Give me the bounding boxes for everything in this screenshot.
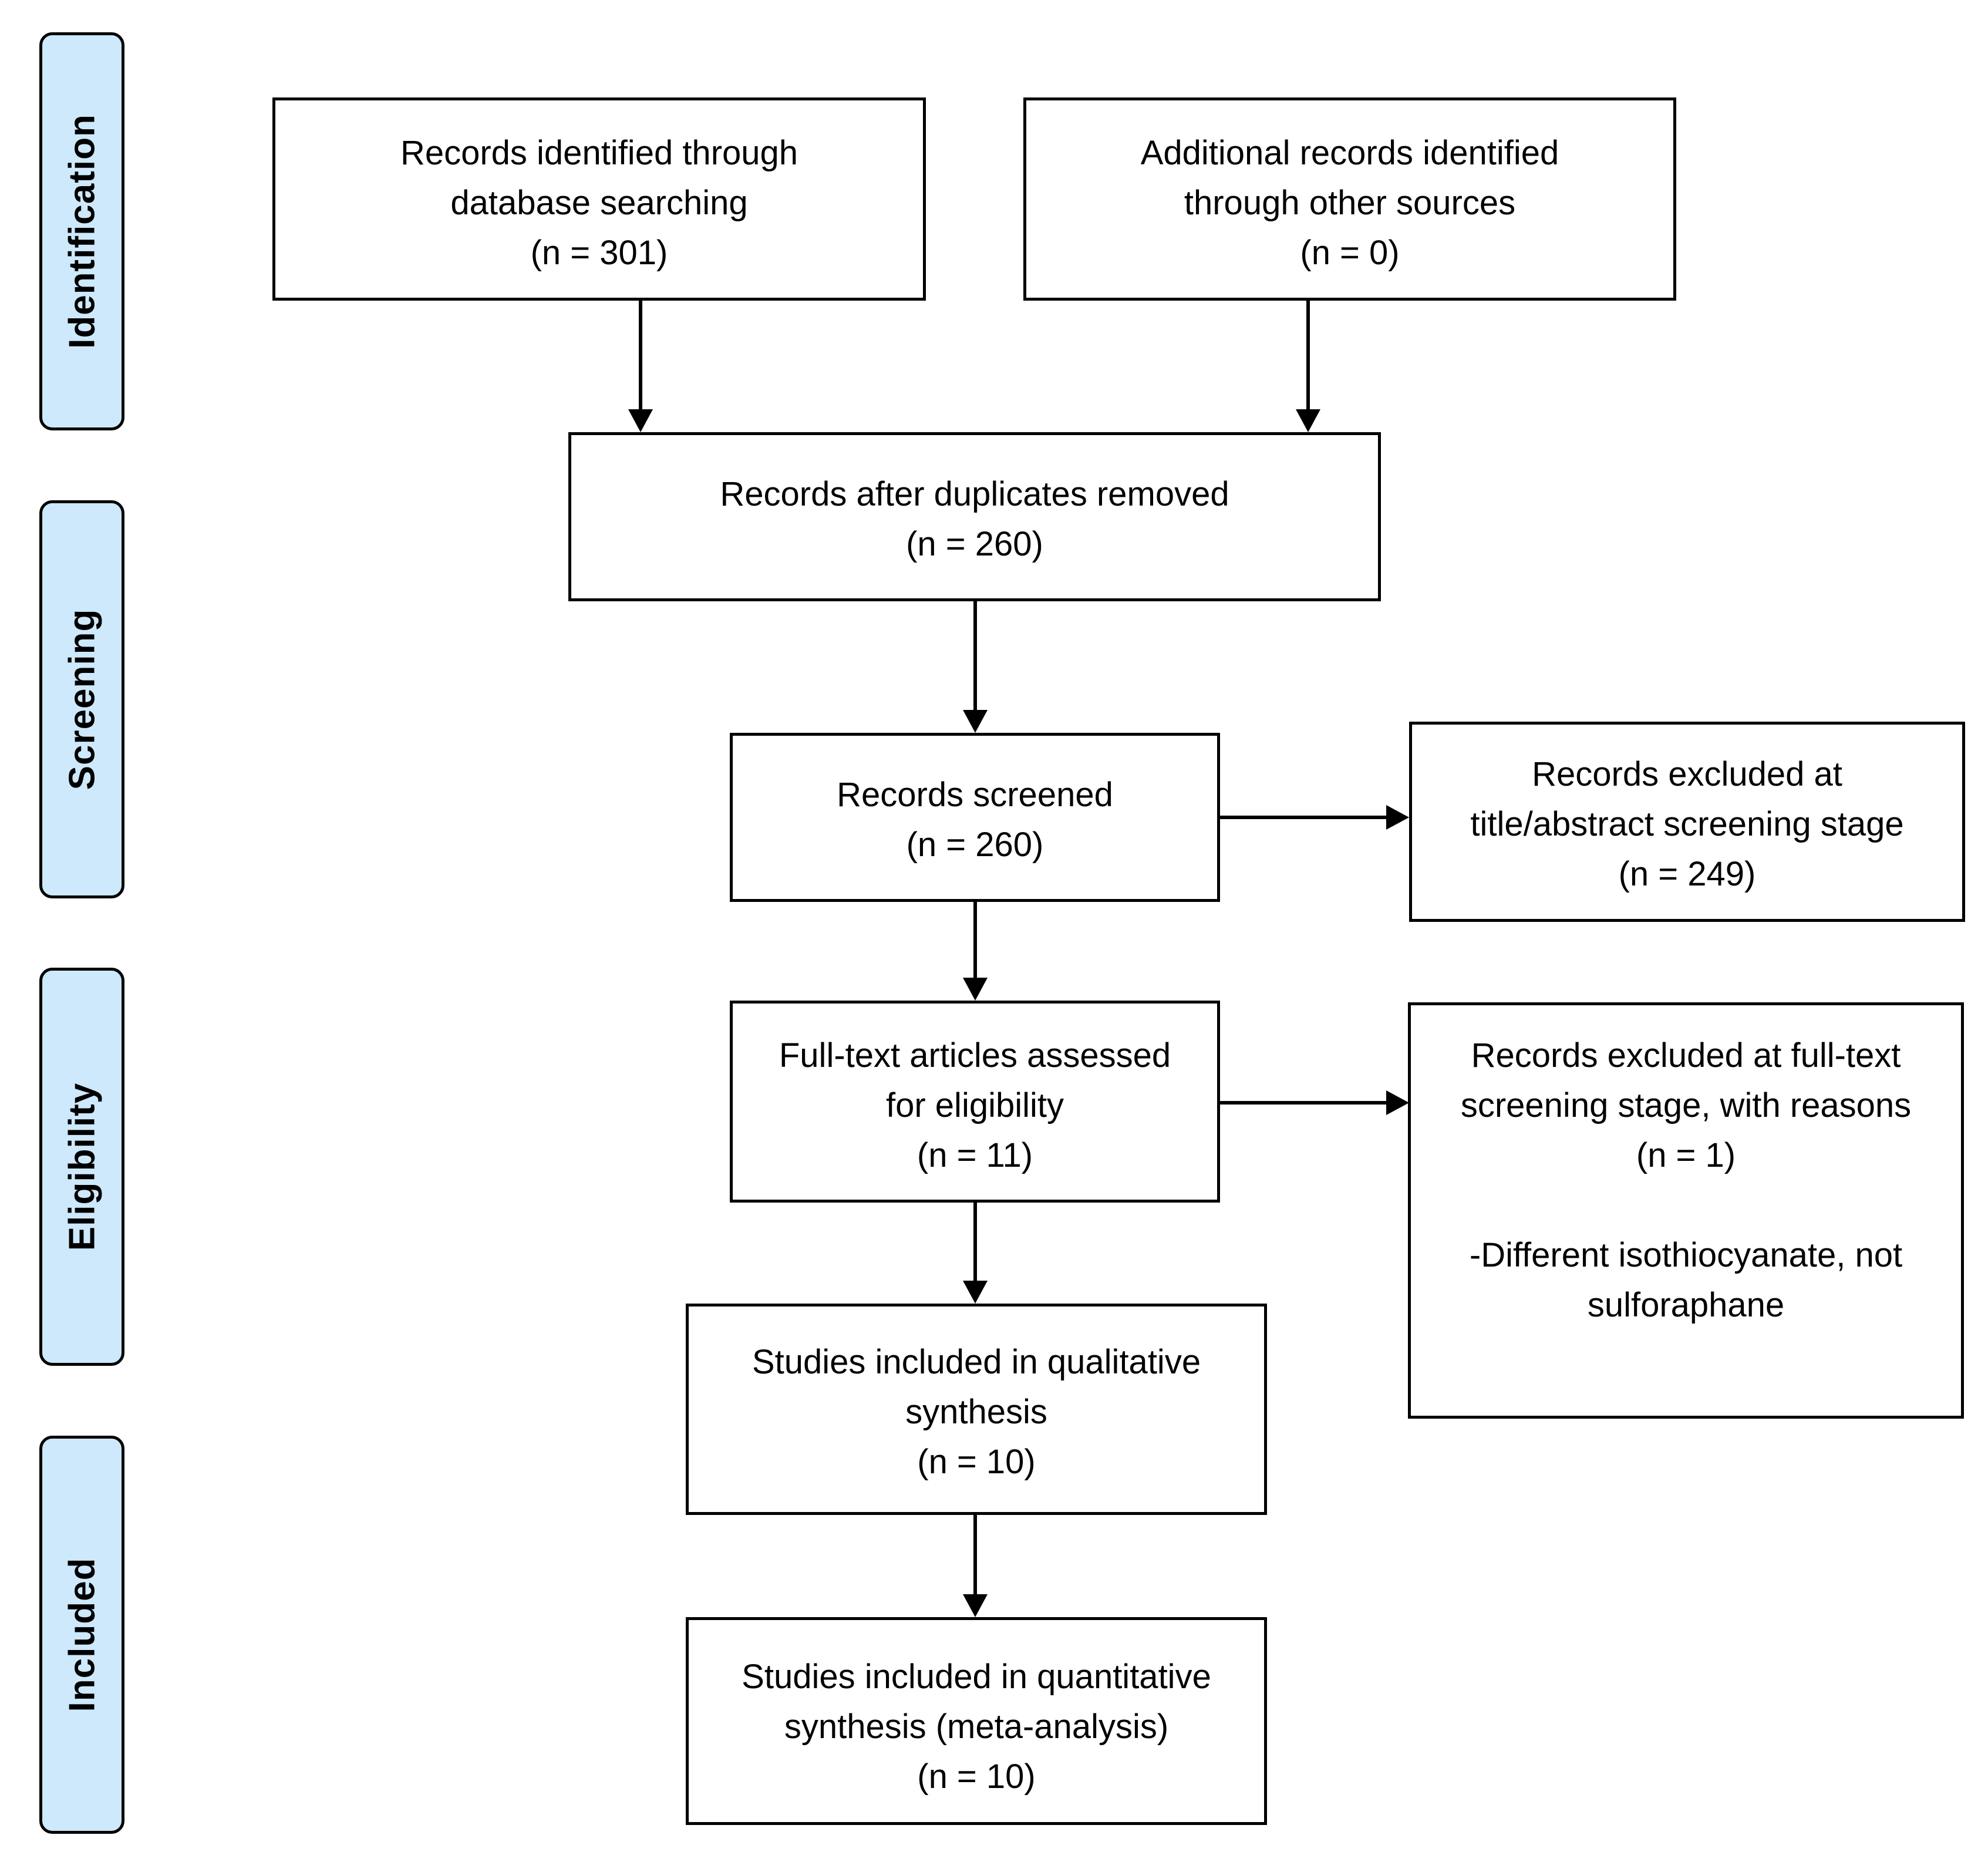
- box-other-sources-line2: through other sources: [1184, 184, 1516, 222]
- box-excluded-title-abstract: Records excluded at title/abstract scree…: [1409, 722, 1965, 922]
- box-excluded-fulltext-spacer: [1411, 1180, 1961, 1230]
- box-records-screened: Records screened (n = 260): [730, 733, 1220, 902]
- box-excluded-fulltext-count: (n = 1): [1636, 1136, 1736, 1174]
- box-other-sources-line1: Additional records identified: [1140, 134, 1559, 172]
- box-quantitative-synthesis-count: (n = 10): [917, 1757, 1036, 1796]
- box-excluded-fulltext-reason: -Different isothiocyanate, not: [1469, 1236, 1903, 1274]
- arrow-fulltext-to-excluded: [1220, 1090, 1409, 1115]
- box-quantitative-synthesis-line2: synthesis (meta-analysis): [784, 1708, 1169, 1746]
- box-fulltext-assessed-count: (n = 11): [916, 1136, 1033, 1174]
- box-duplicates-removed-line1: Records after duplicates removed: [720, 475, 1229, 513]
- box-excluded-title-abstract-line1: Records excluded at: [1532, 755, 1842, 793]
- box-database-search-line2: database searching: [450, 184, 748, 222]
- box-excluded-title-abstract-line2: title/abstract screening stage: [1470, 805, 1904, 843]
- box-database-search-count: (n = 301): [530, 234, 668, 272]
- box-qualitative-synthesis-count: (n = 10): [917, 1443, 1036, 1481]
- box-database-search: Records identified through database sear…: [272, 97, 926, 301]
- arrow-qualitative-to-quantitative: [963, 1514, 988, 1617]
- stage-included: Included: [39, 1436, 124, 1834]
- box-records-screened-line1: Records screened: [837, 776, 1113, 814]
- arrow-other-to-duplicates: [1296, 299, 1320, 432]
- box-duplicates-removed: Records after duplicates removed (n = 26…: [568, 432, 1381, 601]
- box-records-screened-count: (n = 260): [906, 826, 1044, 864]
- box-excluded-fulltext: Records excluded at full-text screening …: [1408, 1002, 1964, 1419]
- box-other-sources-count: (n = 0): [1300, 234, 1400, 272]
- stage-eligibility: Eligibility: [39, 968, 124, 1366]
- box-qualitative-synthesis-line2: synthesis: [905, 1393, 1047, 1431]
- box-excluded-title-abstract-count: (n = 249): [1618, 855, 1756, 893]
- box-other-sources: Additional records identified through ot…: [1023, 97, 1676, 301]
- box-qualitative-synthesis-line1: Studies included in qualitative: [752, 1343, 1201, 1381]
- arrow-screened-to-excluded: [1219, 805, 1409, 830]
- box-quantitative-synthesis-line1: Studies included in quantitative: [742, 1658, 1211, 1696]
- arrow-duplicates-to-screened: [963, 600, 988, 733]
- stage-identification: Identification: [39, 32, 124, 430]
- box-excluded-fulltext-line1: Records excluded at full-text: [1471, 1036, 1901, 1075]
- stage-screening: Screening: [39, 500, 124, 898]
- box-excluded-fulltext-line2: screening stage, with reasons: [1460, 1086, 1912, 1124]
- box-excluded-fulltext-reason-cont: sulforaphane: [1587, 1286, 1785, 1324]
- arrow-screened-to-fulltext: [963, 901, 988, 1001]
- box-database-search-line1: Records identified through: [400, 134, 798, 172]
- arrow-fulltext-to-qualitative: [963, 1201, 988, 1304]
- box-fulltext-assessed-line2: for eligibility: [886, 1086, 1064, 1124]
- arrow-database-to-duplicates: [628, 299, 653, 432]
- box-fulltext-assessed-line1: Full-text articles assessed: [779, 1036, 1171, 1075]
- box-quantitative-synthesis: Studies included in quantitative synthes…: [686, 1617, 1267, 1825]
- box-duplicates-removed-count: (n = 260): [906, 525, 1043, 563]
- box-fulltext-assessed: Full-text articles assessed for eligibil…: [730, 1001, 1220, 1203]
- box-qualitative-synthesis: Studies included in qualitative synthesi…: [686, 1304, 1267, 1515]
